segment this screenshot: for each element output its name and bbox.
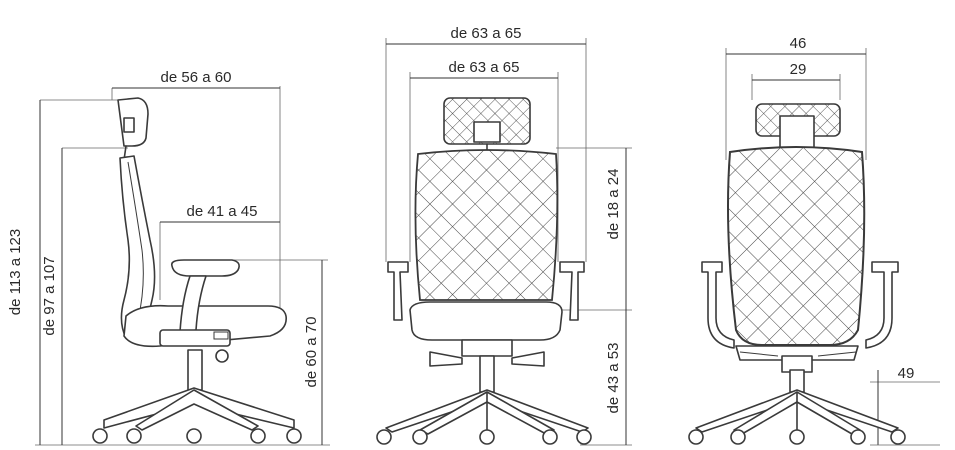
side-dimension-lines [35, 86, 330, 446]
side-chair [92, 97, 302, 444]
side-overall-depth-label: de 56 a 60 [161, 69, 232, 86]
front-backrest-height-label: de 18 a 24 [605, 169, 622, 240]
front-chair [376, 97, 592, 445]
front-view: de 63 a 65 de 63 a 65 de 18 a 24 de 43 a… [376, 25, 632, 446]
side-armrest-height-label: de 60 a 70 [303, 317, 320, 388]
back-backrest-width-label: 46 [790, 35, 807, 52]
side-seat-depth-label: de 41 a 45 [187, 203, 258, 220]
back-chair [688, 103, 906, 445]
back-base-depth-label: 49 [898, 365, 915, 382]
front-dimension-lines [385, 38, 632, 446]
back-headrest-width-label: 29 [790, 61, 807, 78]
back-dimension-lines [725, 48, 940, 446]
back-view: 46 29 49 [688, 35, 940, 446]
side-total-height-label: de 113 a 123 [7, 229, 24, 315]
side-height-without-headrest-label: de 97 a 107 [41, 256, 58, 335]
front-seat-height-label: de 43 a 53 [605, 343, 622, 414]
side-view: de 56 a 60 de 41 a 45 de 113 a 123 de 97… [7, 69, 330, 446]
front-overall-width-label: de 63 a 65 [451, 25, 522, 42]
front-armrest-width-label: de 63 a 65 [449, 59, 520, 76]
